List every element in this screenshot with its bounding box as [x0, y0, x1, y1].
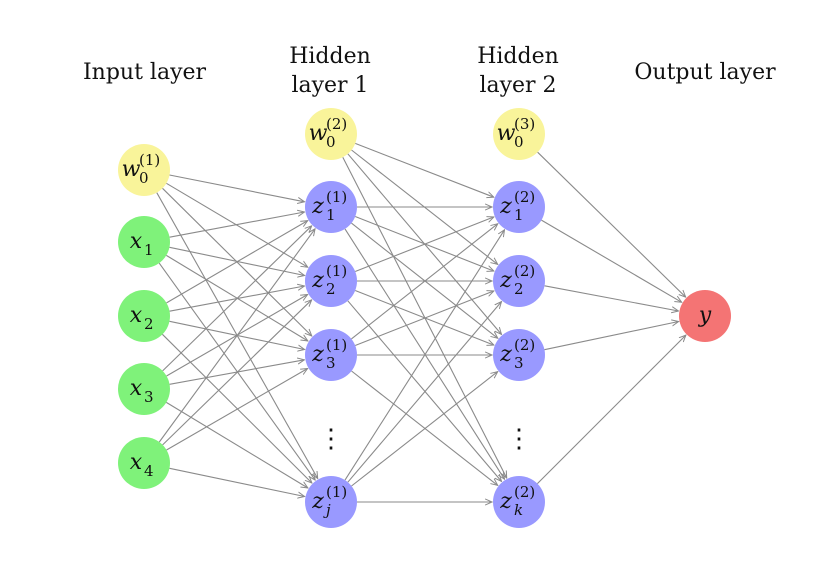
- input-bias-superscript: (1): [139, 151, 160, 169]
- input-bias-label: w: [122, 157, 141, 182]
- hidden2-ellipsis: ⋮: [506, 424, 532, 454]
- edge-hidden2-unit-2-to-output: [544, 285, 679, 311]
- hidden-layer-2-label-line1: Hidden: [477, 44, 559, 69]
- edge-hidden2-bias-to-output: [537, 151, 686, 297]
- edge-hidden1-unit-4-to-hidden2-unit-3: [351, 372, 498, 487]
- hidden2-unit-3-superscript: (2): [514, 336, 535, 354]
- input-1-subscript: 1: [144, 241, 154, 259]
- hidden1-unit-3-node: [305, 329, 357, 381]
- hidden2-bias-subscript: 0: [514, 133, 524, 151]
- edge-input-4-to-hidden1-unit-3: [166, 369, 308, 451]
- output-node: [679, 290, 731, 342]
- edge-hidden2-unit-4-to-output: [537, 335, 686, 484]
- edge-hidden1-unit-2-to-hidden2-unit-1: [354, 217, 494, 273]
- edge-group: [156, 142, 686, 502]
- hidden1-unit-4-subscript: j: [323, 501, 331, 519]
- edge-input-4-to-hidden1-unit-4: [169, 467, 305, 496]
- hidden1-unit-1-label: z: [311, 194, 324, 219]
- edge-hidden1-unit-4-to-hidden2-unit-2: [347, 302, 502, 483]
- input-4-label: x: [130, 450, 143, 475]
- hidden1-unit-4-superscript: (1): [326, 483, 347, 501]
- edge-hidden2-unit-1-to-output: [541, 219, 681, 302]
- hidden1-ellipsis: ⋮: [318, 424, 344, 454]
- hidden1-unit-1-node: [305, 181, 357, 233]
- hidden2-unit-4-subscript: k: [514, 501, 523, 519]
- input-2-label: x: [130, 303, 143, 328]
- hidden1-unit-3-superscript: (1): [326, 336, 347, 354]
- hidden2-bias-node: [493, 108, 545, 160]
- edge-hidden1-unit-3-to-hidden2-unit-1: [351, 224, 497, 340]
- input-2-node: [118, 290, 170, 342]
- edge-hidden2-unit-3-to-output: [544, 322, 678, 351]
- input-layer-label: Input layer: [82, 60, 207, 85]
- edge-input-2-to-hidden1-unit-1: [166, 221, 308, 304]
- hidden2-unit-2-subscript: 2: [514, 280, 524, 298]
- hidden2-unit-1-subscript: 1: [514, 206, 524, 224]
- input-3-label: x: [130, 376, 143, 401]
- hidden1-unit-2-node: [305, 255, 357, 307]
- edge-input-3-to-hidden1-unit-4: [166, 401, 308, 488]
- hidden2-unit-1-label: z: [499, 194, 512, 219]
- hidden-layer-2-label: Hidden layer 2: [448, 42, 588, 100]
- hidden2-unit-1-node: [493, 181, 545, 233]
- hidden1-unit-3-label: z: [311, 342, 324, 367]
- hidden2-unit-1-superscript: (2): [514, 188, 535, 206]
- hidden1-unit-2-label: z: [311, 268, 324, 293]
- hidden-layer-1-label-line1: Hidden: [289, 44, 371, 69]
- input-bias-subscript: 0: [139, 169, 149, 187]
- hidden1-unit-4-label: z: [311, 489, 324, 514]
- hidden2-unit-4-node: [493, 476, 545, 528]
- input-1-node: [118, 216, 170, 268]
- edge-hidden1-bias-to-hidden2-unit-1: [355, 142, 494, 197]
- hidden2-bias-superscript: (3): [514, 115, 535, 133]
- hidden2-unit-3-label: z: [499, 342, 512, 367]
- hidden2-unit-3-subscript: 3: [514, 354, 524, 372]
- edge-hidden1-unit-3-to-hidden2-unit-2: [354, 291, 494, 347]
- hidden-layer-1-label: Hidden layer 1: [260, 42, 400, 100]
- edge-input-4-to-hidden1-unit-1: [158, 229, 315, 443]
- hidden1-unit-2-subscript: 2: [326, 280, 336, 298]
- input-bias-node: [118, 144, 170, 196]
- output-layer-label: Output layer: [634, 60, 776, 85]
- hidden1-unit-1-superscript: (1): [326, 188, 347, 206]
- input-2-subscript: 2: [144, 315, 154, 333]
- input-3-node: [118, 363, 170, 415]
- hidden1-unit-1-subscript: 1: [326, 206, 336, 224]
- edge-input-4-to-hidden1-unit-2: [162, 300, 312, 446]
- hidden-layer-1-label-line2: layer 1: [291, 73, 369, 98]
- input-1-label: x: [130, 229, 143, 254]
- hidden1-bias-label: w: [309, 121, 328, 146]
- edge-input-bias-to-hidden1-unit-1: [169, 174, 305, 202]
- input-3-subscript: 3: [144, 388, 154, 406]
- edge-input-bias-to-hidden1-unit-2: [166, 182, 307, 267]
- hidden1-bias-node: [305, 108, 357, 160]
- hidden2-unit-2-label: z: [499, 268, 512, 293]
- hidden1-unit-4-node: [305, 476, 357, 528]
- hidden1-unit-3-subscript: 3: [326, 354, 336, 372]
- hidden1-bias-superscript: (2): [326, 115, 347, 133]
- hidden1-unit-2-superscript: (1): [326, 262, 347, 280]
- hidden1-bias-subscript: 0: [326, 133, 336, 151]
- hidden2-unit-3-node: [493, 329, 545, 381]
- edge-hidden1-unit-4-to-hidden2-unit-1: [344, 230, 505, 481]
- edge-input-3-to-hidden1-unit-1: [162, 226, 312, 372]
- hidden2-unit-2-node: [493, 255, 545, 307]
- hidden2-unit-4-label: z: [499, 489, 512, 514]
- hidden-layer-2-label-line2: layer 2: [479, 73, 557, 98]
- input-4-node: [118, 437, 170, 489]
- edge-input-1-to-hidden1-unit-1: [169, 212, 305, 238]
- hidden2-bias-label: w: [497, 121, 516, 146]
- hidden2-unit-4-superscript: (2): [514, 483, 535, 501]
- input-4-subscript: 4: [144, 462, 154, 480]
- hidden2-unit-2-superscript: (2): [514, 262, 535, 280]
- output-label: y: [698, 303, 712, 328]
